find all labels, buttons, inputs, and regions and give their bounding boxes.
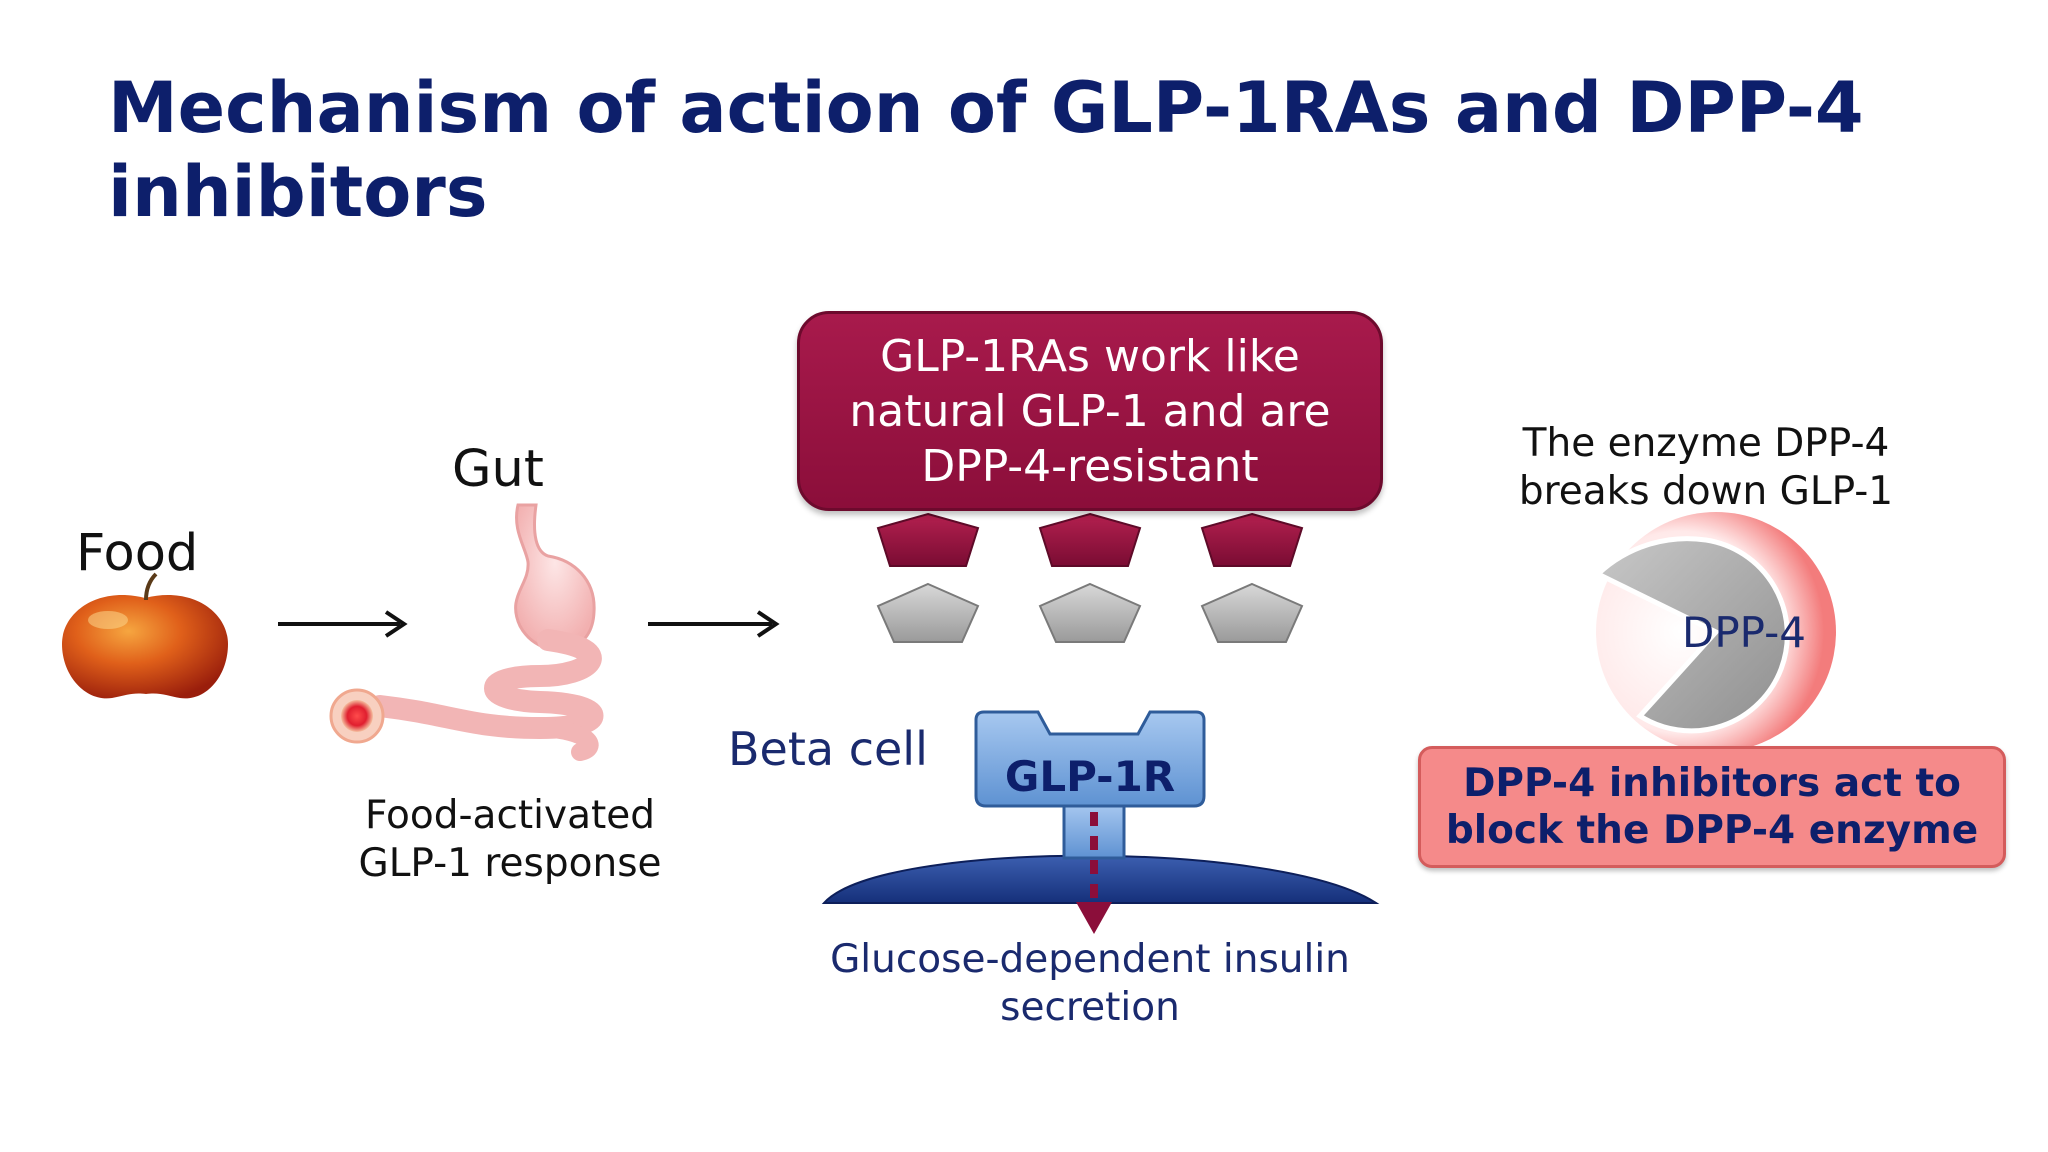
- maroon-pentagon-1: [876, 512, 980, 567]
- grey-pentagon-3: [1200, 582, 1304, 643]
- food-label: Food: [76, 524, 199, 583]
- beta-cell-label: Beta cell: [728, 722, 928, 776]
- maroon-pentagon-2: [1038, 512, 1142, 567]
- maroon-pentagon-3: [1200, 512, 1304, 567]
- slide-title: Mechanism of action of GLP-1RAs and DPP-…: [108, 67, 1864, 233]
- gut-caption: Food-activated GLP-1 response: [358, 793, 662, 886]
- enzyme-caption: The enzyme DPP-4 breaks down GLP-1: [1518, 421, 1894, 514]
- glp1-molecules: [876, 582, 1304, 643]
- dpp4-label: DPP-4: [1682, 608, 1806, 657]
- gut-icon: [329, 503, 604, 761]
- grey-pentagon-2: [1038, 582, 1142, 643]
- receptor-label: GLP-1R: [1004, 752, 1176, 801]
- glp1ra-callout-box: GLP-1RAs work like natural GLP-1 and are…: [797, 311, 1383, 511]
- dpp4-inhibitor-text: DPP-4 inhibitors act to block the DPP-4 …: [1445, 761, 1979, 853]
- beta-cell-membrane: [821, 854, 1380, 904]
- apple-icon: [62, 572, 228, 699]
- dpp4-inhibitor-box: DPP-4 inhibitors act to block the DPP-4 …: [1418, 746, 2006, 868]
- glp1ra-callout-text: GLP-1RAs work like natural GLP-1 and are…: [849, 330, 1331, 492]
- arrow-food-to-gut: [278, 610, 408, 638]
- glp1ra-molecules: [876, 512, 1304, 567]
- dpp4-enzyme-icon: [1593, 512, 1836, 752]
- arrow-gut-to-glp1: [648, 610, 780, 638]
- gut-label: Gut: [452, 440, 544, 499]
- grey-pentagon-1: [876, 582, 980, 643]
- signal-arrow: [1076, 812, 1112, 934]
- insulin-caption: Glucose-dependent insulin secretion: [830, 937, 1350, 1030]
